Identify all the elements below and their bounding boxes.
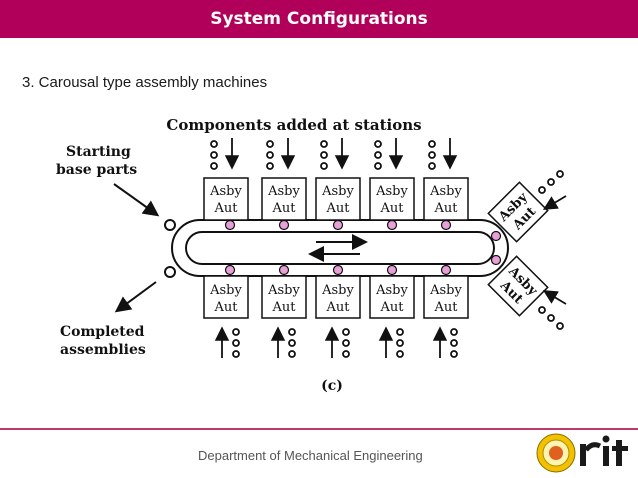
svg-text:Aut: Aut	[380, 201, 405, 216]
svg-text:Aut: Aut	[434, 300, 459, 315]
station-top-4: Asby Aut	[369, 177, 415, 221]
svg-text:Asby: Asby	[209, 184, 242, 199]
svg-text:Aut: Aut	[434, 201, 459, 216]
carousel-track-inner	[185, 231, 495, 265]
figure-caption: (c)	[321, 378, 343, 394]
slide-title: System Configurations	[210, 9, 428, 29]
component-feeds-top	[210, 138, 458, 170]
rit-logo	[536, 433, 628, 473]
carousel-assembly-diagram: Components added at stations Starting ba…	[56, 116, 567, 394]
svg-text:Aut: Aut	[272, 300, 297, 315]
starting-label-1: Starting	[66, 144, 131, 160]
station-bottom-4: Asby Aut	[369, 275, 415, 319]
svg-text:Aut: Aut	[272, 201, 297, 216]
svg-text:Asby: Asby	[375, 184, 408, 199]
svg-text:Asby: Asby	[375, 283, 408, 298]
svg-text:Aut: Aut	[380, 300, 405, 315]
top-label: Components added at stations	[166, 116, 421, 134]
component-feeds-bottom	[214, 326, 458, 358]
completed-label-2: assemblies	[60, 342, 146, 358]
svg-text:Asby: Asby	[429, 184, 462, 199]
svg-text:Aut: Aut	[326, 201, 351, 216]
station-top-3: Asby Aut	[315, 177, 361, 221]
work-parts	[224, 219, 502, 276]
svg-text:Asby: Asby	[267, 283, 300, 298]
component-feeds-end	[538, 170, 567, 330]
footer-divider	[0, 428, 638, 430]
svg-text:Aut: Aut	[326, 300, 351, 315]
department-name: Department of Mechanical Engineering	[198, 448, 423, 463]
station-top-5: Asby Aut	[423, 177, 469, 221]
svg-text:Asby: Asby	[267, 184, 300, 199]
svg-text:Aut: Aut	[214, 300, 239, 315]
station-bottom-2: Asby Aut	[261, 275, 307, 319]
station-bottom-1: Asby Aut	[203, 275, 249, 319]
header-bar: System Configurations	[0, 0, 638, 38]
svg-text:Aut: Aut	[214, 201, 239, 216]
svg-text:Asby: Asby	[429, 283, 462, 298]
svg-text:Asby: Asby	[209, 283, 242, 298]
bottom-stations: Asby Aut Asby Aut Asby Aut Asby Aut Asby…	[203, 275, 469, 319]
station-bottom-3: Asby Aut	[315, 275, 361, 319]
station-bottom-5: Asby Aut	[423, 275, 469, 319]
input-part	[164, 219, 176, 231]
slide-subtitle: 3. Carousal type assembly machines	[22, 74, 268, 91]
svg-text:Asby: Asby	[321, 184, 354, 199]
station-top-2: Asby Aut	[261, 177, 307, 221]
output-arrow	[114, 281, 157, 313]
svg-text:Asby: Asby	[321, 283, 354, 298]
station-end-bottom: Asby Aut	[487, 255, 549, 317]
station-top-1: Asby Aut	[203, 177, 249, 221]
top-stations: Asby Aut Asby Aut Asby Aut Asby Aut Asby…	[203, 177, 469, 221]
starting-label-2: base parts	[56, 162, 137, 178]
output-part	[164, 266, 176, 278]
completed-label-1: Completed	[60, 324, 145, 340]
input-arrow	[113, 183, 160, 217]
